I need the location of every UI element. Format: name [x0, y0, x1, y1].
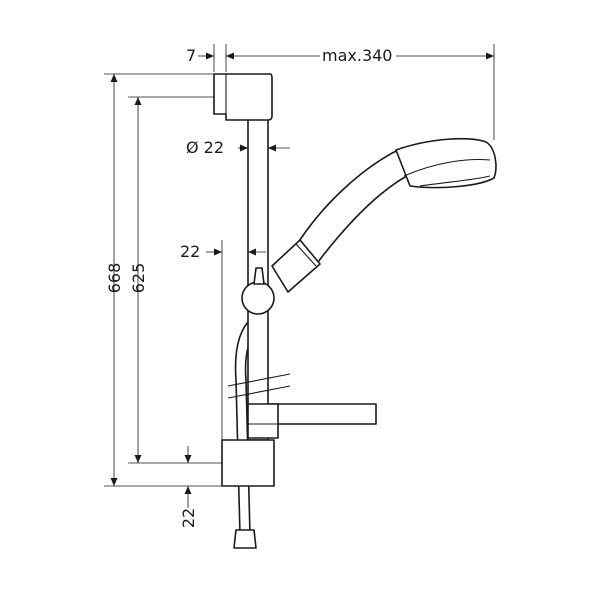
label-fixing-distance: 625: [129, 263, 148, 294]
shower-set-outline: [213, 73, 497, 549]
bar-break-line-lower: [227, 385, 291, 399]
label-bottom-offset: 22: [179, 508, 198, 528]
label-holder-offset: 22: [180, 242, 200, 261]
dimension-bottom-offset: 22: [179, 446, 198, 528]
soap-dish-clamp: [247, 403, 279, 439]
bar-break-line-upper: [227, 373, 291, 387]
dimension-bar-diameter: Ø 22: [186, 138, 290, 157]
slider-knob: [241, 281, 275, 315]
dimension-fixing-distance: 625: [128, 96, 222, 464]
hose-connector: [233, 529, 257, 549]
handshower-handle: [295, 147, 415, 263]
cone-holder-ring: [295, 243, 317, 267]
top-wall-bracket: [213, 73, 273, 121]
dimension-holder-offset: 22: [180, 240, 266, 440]
handshower-face-rim: [403, 159, 491, 177]
label-max-reach: max.340: [322, 46, 392, 65]
dimension-total-height: 668: [104, 73, 222, 487]
handshower-spray-face: [419, 175, 491, 187]
label-bar-diameter: Ø 22: [186, 138, 224, 157]
handshower: [271, 137, 497, 293]
soap-dish: [269, 403, 377, 425]
dimension-max-reach: max.340: [322, 44, 495, 140]
dimension-offset-top: 7: [186, 44, 320, 72]
bottom-wall-bracket: [221, 439, 275, 487]
label-offset-top: 7: [186, 46, 196, 65]
slider-knob-tip: [253, 267, 265, 285]
handshower-cone-holder: [271, 239, 321, 293]
label-total-height: 668: [105, 263, 124, 294]
